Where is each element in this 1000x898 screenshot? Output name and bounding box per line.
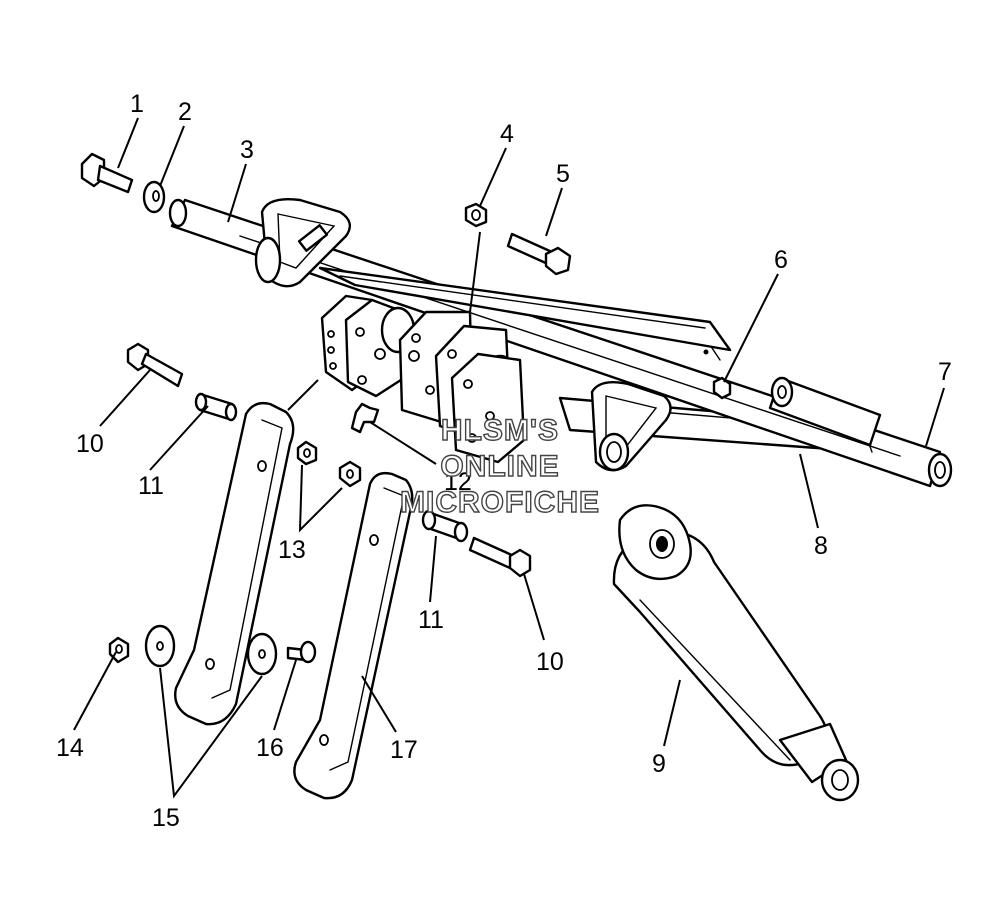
bushing-11-right bbox=[421, 509, 469, 543]
callout-9: 9 bbox=[652, 750, 666, 778]
callout-4: 4 bbox=[500, 120, 514, 148]
link-arm-left bbox=[174, 401, 295, 726]
watermark: HLSM'S ONLINE MICROFICHE bbox=[399, 413, 600, 519]
callout-2: 2 bbox=[178, 98, 192, 126]
callout-8: 8 bbox=[814, 532, 828, 560]
callout-16: 16 bbox=[256, 734, 284, 762]
callout-6: 6 bbox=[774, 246, 788, 274]
callout-10-right: 10 bbox=[536, 648, 564, 676]
bolt-10-right bbox=[468, 536, 532, 578]
nut-13a bbox=[296, 440, 318, 466]
main-shaft bbox=[168, 198, 953, 488]
callout-14: 14 bbox=[56, 734, 84, 762]
bolt-10-left bbox=[126, 342, 184, 388]
right-hoop-bracket bbox=[590, 381, 672, 472]
nut-4 bbox=[464, 202, 488, 228]
callout-11-right: 11 bbox=[418, 606, 444, 634]
grease-fitting-12 bbox=[350, 402, 380, 434]
callout-13: 13 bbox=[278, 536, 306, 564]
watermark-line-3: MICROFICHE bbox=[400, 486, 600, 519]
shock-absorber bbox=[612, 504, 860, 802]
watermark-line-2: ONLINE bbox=[440, 450, 559, 483]
washer-15a bbox=[144, 624, 176, 668]
nut-6 bbox=[712, 376, 732, 400]
washer-2 bbox=[142, 180, 166, 214]
callout-3: 3 bbox=[240, 136, 254, 164]
bushing-11-left bbox=[194, 392, 238, 422]
washer-15b bbox=[246, 632, 278, 676]
callout-5: 5 bbox=[556, 160, 570, 188]
callout-12: 12 bbox=[444, 468, 472, 496]
link-arm-17 bbox=[293, 471, 414, 800]
callout-15: 15 bbox=[152, 804, 180, 832]
pivot-plate-5 bbox=[450, 352, 526, 464]
leader-lines bbox=[73, 117, 945, 799]
bolt-1 bbox=[80, 152, 134, 194]
left-hoop-bracket bbox=[254, 198, 352, 288]
callout-1: 1 bbox=[130, 90, 144, 118]
watermark-line-1: HLSM'S bbox=[441, 414, 559, 447]
callout-7: 7 bbox=[938, 358, 952, 386]
callout-11-left: 11 bbox=[138, 472, 164, 500]
pin-16 bbox=[286, 640, 317, 664]
callout-labels: 1 2 3 4 5 6 7 8 9 10 10 11 11 12 13 14 1… bbox=[56, 90, 952, 832]
callout-10-left: 10 bbox=[76, 430, 104, 458]
rear-hub bbox=[768, 376, 882, 447]
bolt-5 bbox=[506, 232, 572, 276]
callout-17: 17 bbox=[390, 736, 418, 764]
nut-13b bbox=[338, 460, 362, 488]
